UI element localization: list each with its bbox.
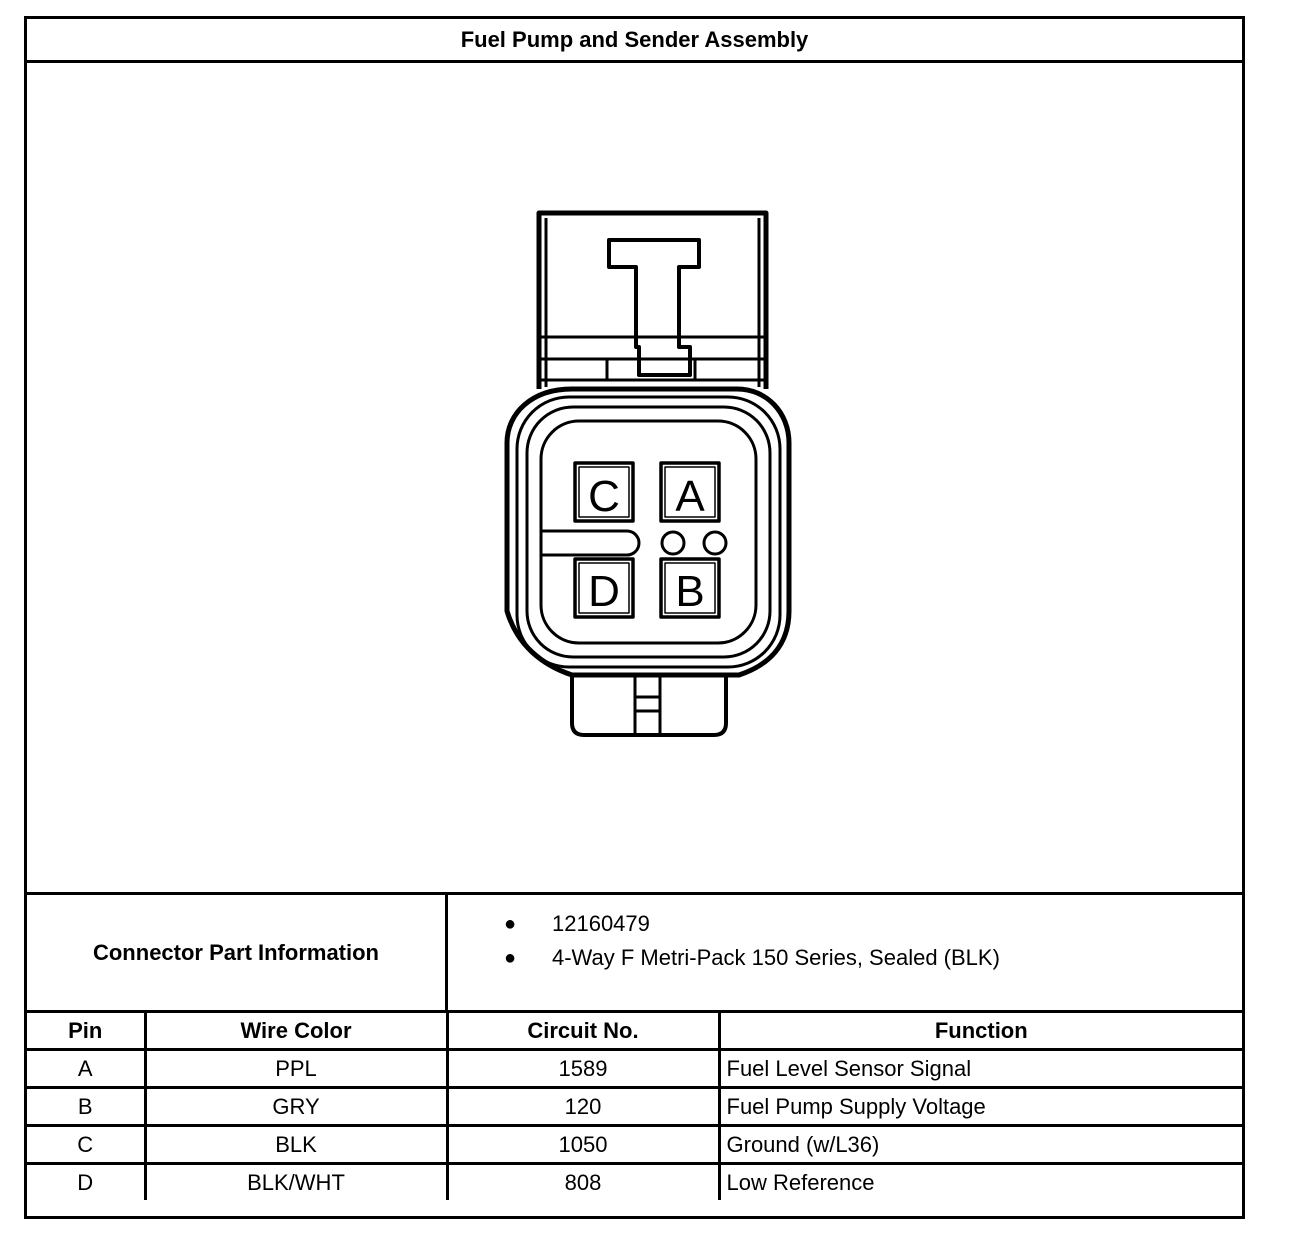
pin-cavity-c: C — [573, 461, 635, 523]
cell-pin: C — [27, 1124, 147, 1165]
latch-housing — [536, 210, 769, 389]
cell-pin: D — [27, 1162, 147, 1200]
header-circuit: Circuit No. — [445, 1013, 721, 1051]
header-pin: Pin — [27, 1013, 147, 1051]
cell-circuit: 1050 — [445, 1124, 721, 1165]
part-info-item: ● 4-Way F Metri-Pack 150 Series, Sealed … — [448, 941, 1242, 975]
cell-circuit: 808 — [445, 1162, 721, 1200]
cell-wire-color: BLK/WHT — [143, 1162, 449, 1200]
part-info-list: ● 12160479 ● 4-Way F Metri-Pack 150 Seri… — [448, 895, 1242, 1010]
keyway — [541, 529, 641, 557]
bullet-icon: ● — [503, 946, 517, 969]
table-row: B GRY 120 Fuel Pump Supply Voltage — [27, 1086, 1242, 1127]
cavity-circle-right — [702, 530, 728, 556]
connector-face-diagram: C A D B — [504, 210, 792, 737]
pin-cavity-a: A — [659, 461, 721, 523]
header-wire-color: Wire Color — [143, 1013, 449, 1051]
pin-label-b: B — [675, 567, 704, 616]
connector-sheet: Fuel Pump and Sender Assembly — [24, 16, 1245, 1219]
connector-drawing-area: C A D B — [27, 63, 1242, 895]
cell-wire-color: BLK — [143, 1124, 449, 1165]
part-number: 12160479 — [552, 911, 650, 936]
cell-function: Fuel Level Sensor Signal — [717, 1048, 1242, 1089]
cell-function: Low Reference — [717, 1162, 1242, 1200]
pin-table-header: Pin Wire Color Circuit No. Function — [27, 1013, 1242, 1051]
pin-label-c: C — [588, 472, 620, 521]
bottom-lock-tab — [570, 675, 728, 737]
cell-circuit: 120 — [445, 1086, 721, 1127]
pin-cavity-b: B — [659, 557, 721, 619]
pin-cavity-d: D — [573, 557, 635, 619]
table-row: D BLK/WHT 808 Low Reference — [27, 1162, 1242, 1200]
connector-shroud-outer — [504, 386, 792, 678]
release-lever — [607, 238, 701, 377]
cell-wire-color: PPL — [143, 1048, 449, 1089]
pin-table: Pin Wire Color Circuit No. Function A PP… — [27, 1013, 1242, 1200]
connector-shroud-ring — [515, 395, 782, 669]
table-row: A PPL 1589 Fuel Level Sensor Signal — [27, 1048, 1242, 1089]
cell-circuit: 1589 — [445, 1048, 721, 1089]
header-function: Function — [717, 1013, 1242, 1051]
connector-description: 4-Way F Metri-Pack 150 Series, Sealed (B… — [552, 945, 1000, 970]
connector-part-info: Connector Part Information ● 12160479 ● … — [27, 895, 1242, 1013]
pin-label-a: A — [675, 472, 705, 521]
cell-pin: B — [27, 1086, 147, 1127]
cell-function: Ground (w/L36) — [717, 1124, 1242, 1165]
cell-pin: A — [27, 1048, 147, 1089]
part-info-label: Connector Part Information — [27, 895, 448, 1010]
cavity-circle-left — [660, 530, 686, 556]
connector-seal-ring — [525, 405, 772, 659]
table-row: C BLK 1050 Ground (w/L36) — [27, 1124, 1242, 1165]
page-title: Fuel Pump and Sender Assembly — [27, 19, 1242, 63]
bullet-icon: ● — [503, 912, 517, 935]
cell-function: Fuel Pump Supply Voltage — [717, 1086, 1242, 1127]
part-info-item: ● 12160479 — [448, 907, 1242, 941]
cell-wire-color: GRY — [143, 1086, 449, 1127]
pin-label-d: D — [588, 567, 620, 616]
